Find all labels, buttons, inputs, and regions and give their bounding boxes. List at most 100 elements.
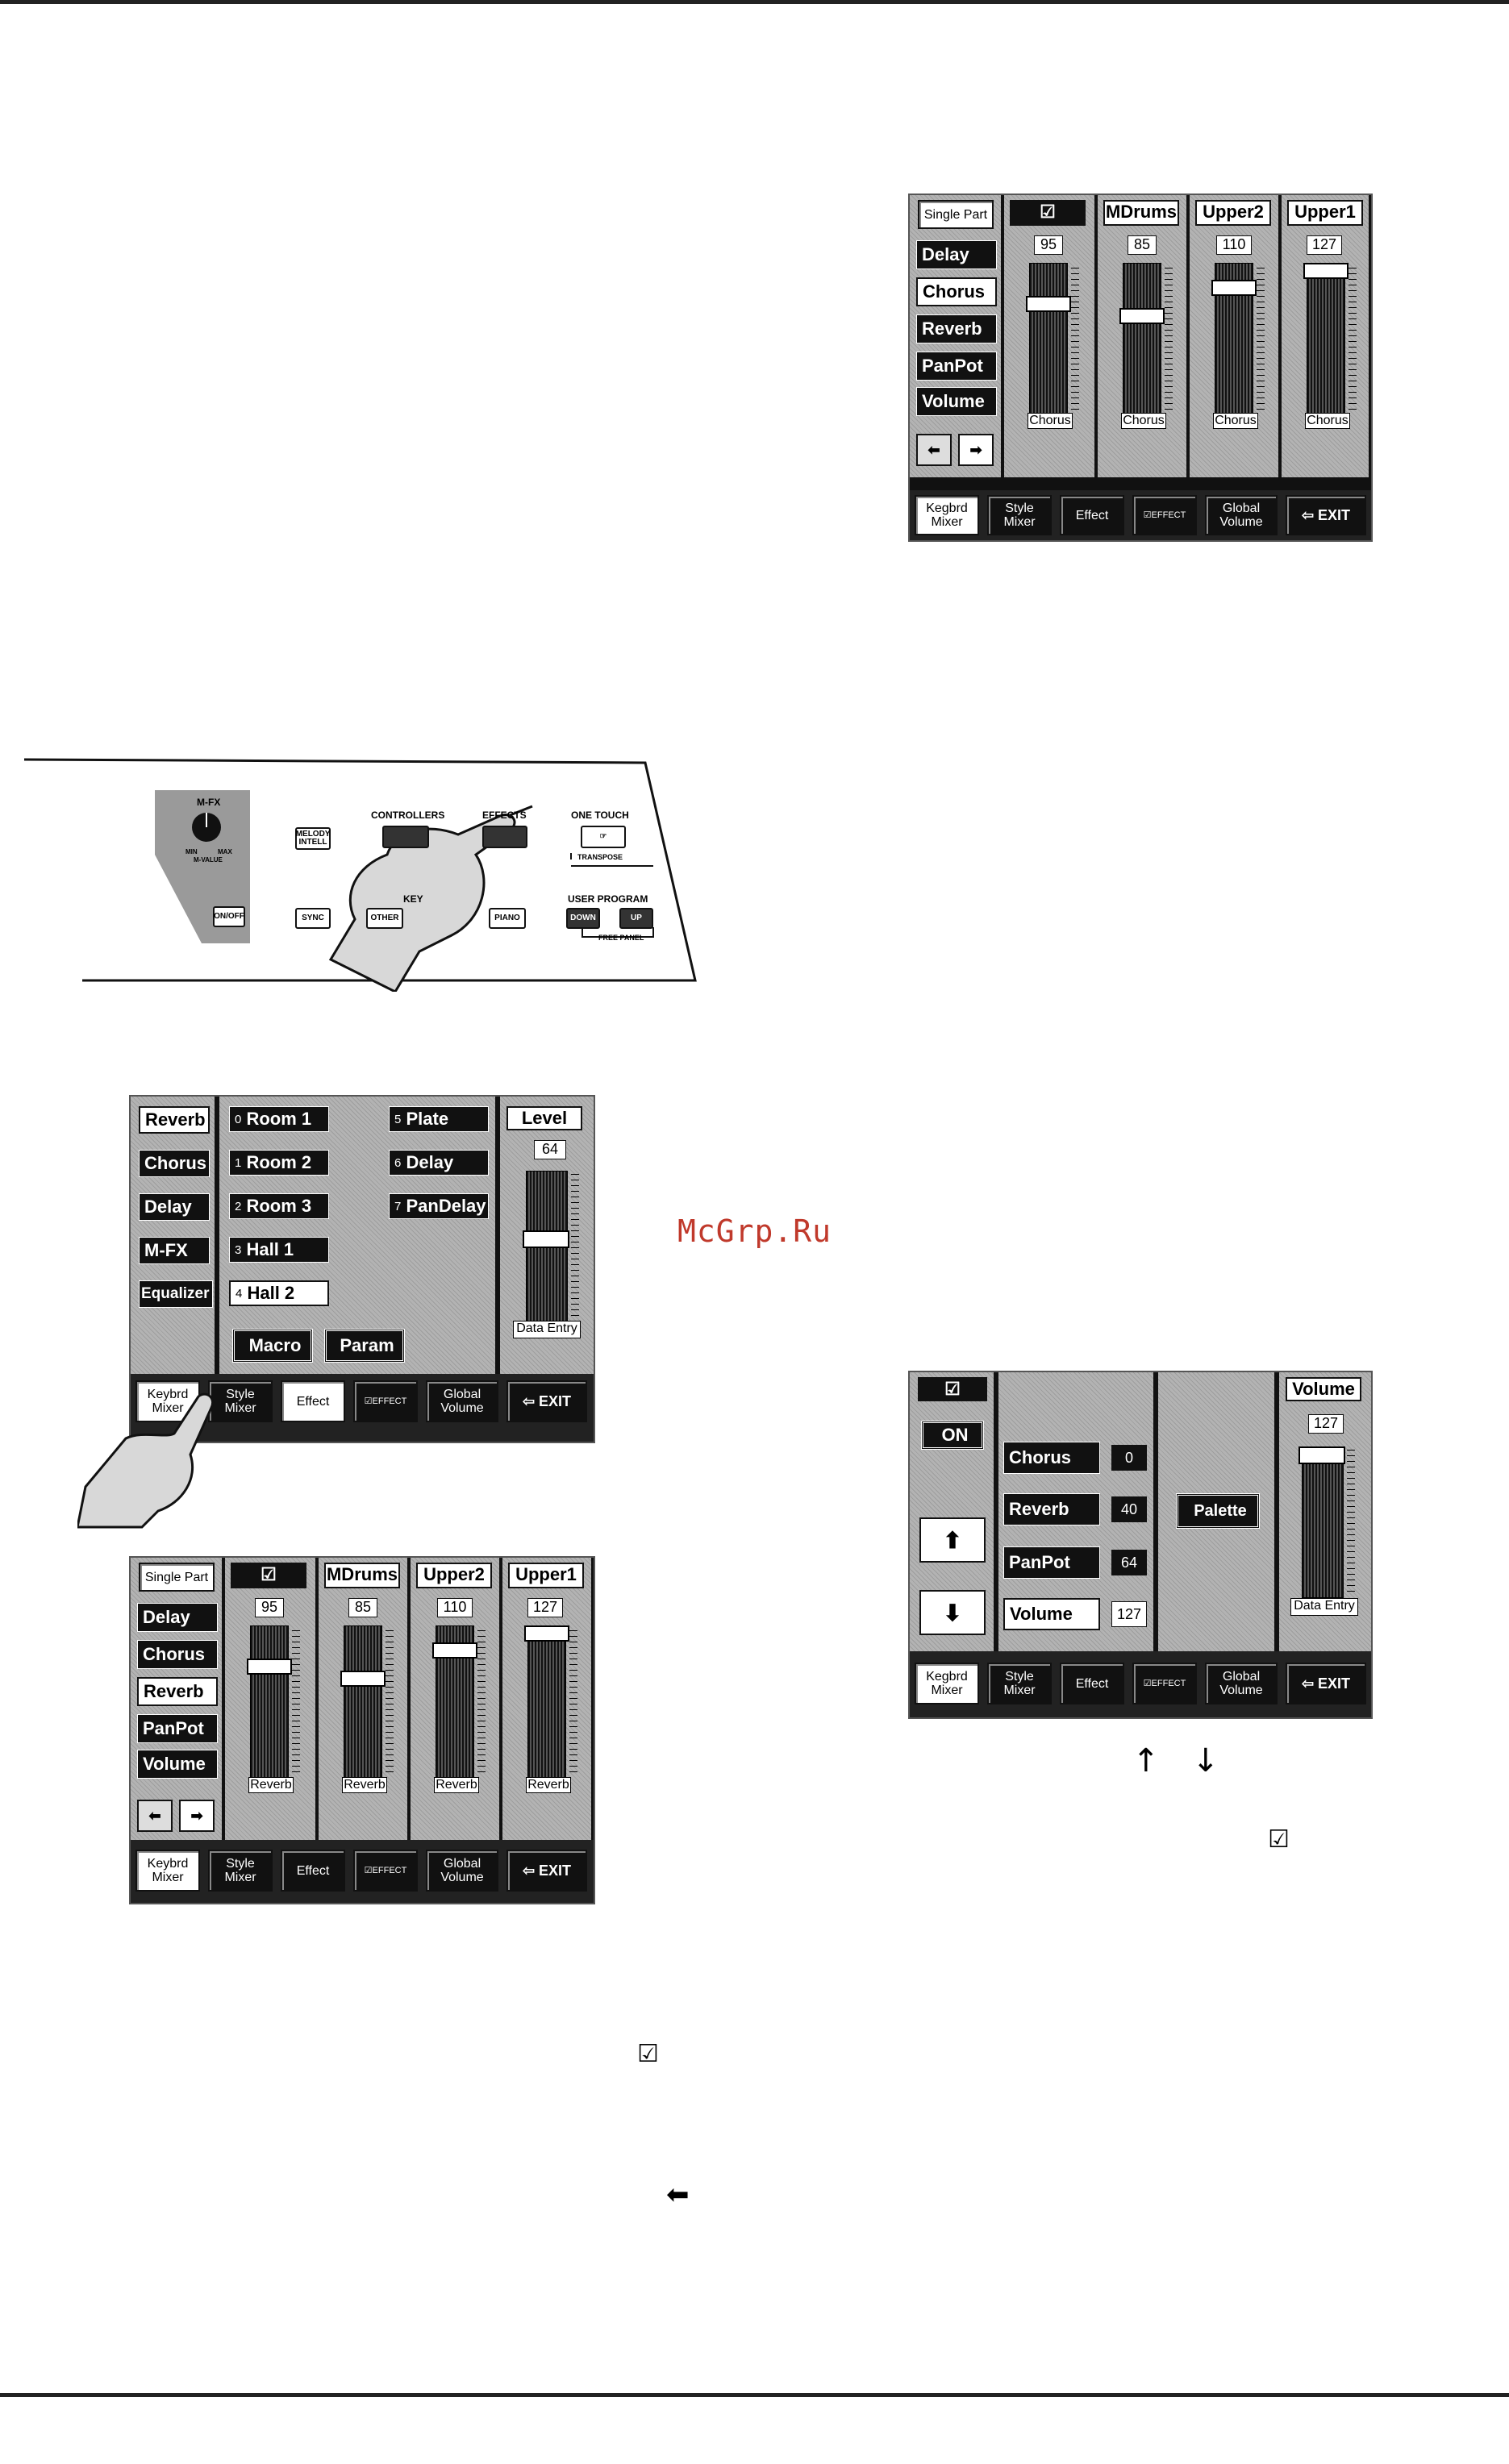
volume-title: Volume xyxy=(1286,1377,1361,1401)
exit-button[interactable]: ⇦ EXIT xyxy=(506,1850,587,1892)
delay-tab[interactable]: Delay xyxy=(916,240,997,269)
left-arrow-button[interactable]: ⬅ xyxy=(137,1800,173,1832)
effect-tab[interactable]: Effect xyxy=(281,1380,345,1422)
reverb-slider-handle[interactable] xyxy=(524,1625,569,1642)
chorus-slider-handle[interactable] xyxy=(1119,308,1165,324)
panpot-tab[interactable]: PanPot xyxy=(137,1714,218,1743)
row-volume-value: 127 xyxy=(1111,1601,1147,1627)
mfx-onoff-button[interactable]: ON/OFF xyxy=(213,906,245,927)
effect-tab[interactable]: Effect xyxy=(281,1850,345,1892)
volume-slider-handle[interactable] xyxy=(1298,1446,1345,1464)
keybrd-mixer-tab[interactable]: Kegbrd Mixer xyxy=(915,495,979,535)
mfx-min: MIN xyxy=(185,848,198,855)
reverb-type-pandelay[interactable]: 7 PanDelay xyxy=(389,1193,489,1219)
chorus-tab[interactable]: Chorus xyxy=(916,277,997,306)
other-button[interactable]: OTHER xyxy=(366,908,403,929)
exit-button[interactable]: ⇦ EXIT xyxy=(506,1380,587,1422)
panpot-tab[interactable]: PanPot xyxy=(916,352,997,381)
piano-button[interactable]: PIANO xyxy=(489,908,526,929)
row-chorus[interactable]: Chorus xyxy=(1003,1442,1100,1474)
channel-header-mixer[interactable]: ☑ xyxy=(1010,200,1086,226)
keybrd-mixer-tab[interactable]: Kegbrd Mixer xyxy=(915,1663,979,1704)
reverb-type-plate[interactable]: 5 Plate xyxy=(389,1106,489,1132)
exit-button[interactable]: ⇦ EXIT xyxy=(1286,1663,1366,1704)
row-panpot[interactable]: PanPot xyxy=(1003,1546,1100,1579)
reverb-type-room3[interactable]: 2 Room 3 xyxy=(229,1193,329,1219)
channel-header-upper2[interactable]: Upper2 xyxy=(416,1563,492,1588)
volume-tab[interactable]: Volume xyxy=(916,387,997,416)
reverb-type-delay[interactable]: 6 Delay xyxy=(389,1150,489,1176)
on-button[interactable]: ON xyxy=(921,1421,984,1450)
param-button[interactable]: Param xyxy=(324,1329,405,1363)
reverb-slider-handle[interactable] xyxy=(340,1671,386,1687)
palette-button[interactable]: Palette xyxy=(1176,1493,1260,1529)
row-reverb[interactable]: Reverb xyxy=(1003,1493,1100,1525)
reverb-type-hall1[interactable]: 3 Hall 1 xyxy=(229,1237,329,1263)
reverb-tab[interactable]: Reverb xyxy=(139,1106,210,1134)
chorus-tab[interactable]: Chorus xyxy=(139,1150,210,1177)
one-touch-button[interactable]: ☞ xyxy=(581,826,626,848)
top-rule xyxy=(0,0,1509,4)
reverb-tab[interactable]: Reverb xyxy=(137,1677,218,1706)
up-button[interactable]: ⬆ xyxy=(919,1517,986,1563)
channel-value: 110 xyxy=(1216,235,1252,255)
up-button[interactable]: UP xyxy=(619,908,653,929)
effect-switch-tab[interactable]: ☑EFFECT xyxy=(1132,495,1197,535)
effect-switch-tab[interactable]: ☑EFFECT xyxy=(1132,1663,1197,1704)
channel-label: Reverb xyxy=(342,1777,387,1793)
channel-header-mdrums[interactable]: MDrums xyxy=(1103,200,1179,226)
exit-button[interactable]: ⇦ EXIT xyxy=(1286,495,1366,535)
sync-button[interactable]: SYNC xyxy=(295,908,331,929)
chorus-tab[interactable]: Chorus xyxy=(137,1640,218,1669)
style-mixer-tab[interactable]: Style Mixer xyxy=(987,1663,1052,1704)
exit-icon: ⇦ xyxy=(1301,506,1315,523)
reverb-type-room1[interactable]: 0 Room 1 xyxy=(229,1106,329,1132)
channel-header-upper1[interactable]: Upper1 xyxy=(508,1563,584,1588)
effect-tab[interactable]: Effect xyxy=(1060,495,1124,535)
effect-switch-tab[interactable]: ☑EFFECT xyxy=(353,1850,418,1892)
row-volume[interactable]: Volume xyxy=(1003,1598,1100,1630)
channel-value: 127 xyxy=(527,1598,563,1617)
style-mixer-tab[interactable]: Style Mixer xyxy=(208,1850,273,1892)
macro-button[interactable]: Macro xyxy=(232,1329,313,1363)
channel-header-mdrums[interactable]: MDrums xyxy=(324,1563,400,1588)
chorus-slider-handle[interactable] xyxy=(1211,280,1257,296)
reverb-tab[interactable]: Reverb xyxy=(916,314,997,343)
delay-tab[interactable]: Delay xyxy=(137,1603,218,1632)
single-part-tab[interactable]: Single Part xyxy=(139,1563,215,1592)
channel-value: 85 xyxy=(348,1598,377,1617)
left-arrow-button[interactable]: ⬅ xyxy=(916,434,952,466)
melody-intell-button[interactable]: MELODY INTELL xyxy=(295,827,331,850)
reverb-type-hall2[interactable]: 4 Hall 2 xyxy=(229,1280,329,1306)
down-button[interactable]: DOWN xyxy=(566,908,600,929)
right-arrow-button[interactable]: ➡ xyxy=(179,1800,215,1832)
effect-switch-tab[interactable]: ☑EFFECT xyxy=(353,1380,418,1422)
effect-tab[interactable]: Effect xyxy=(1060,1663,1124,1704)
style-mixer-tab[interactable]: Style Mixer xyxy=(987,495,1052,535)
channel-header-upper1[interactable]: Upper1 xyxy=(1287,200,1363,226)
down-button[interactable]: ⬇ xyxy=(919,1590,986,1635)
global-volume-tab[interactable]: Global Volume xyxy=(1205,495,1278,535)
right-arrow-button[interactable]: ➡ xyxy=(958,434,994,466)
single-part-tab[interactable]: Single Part xyxy=(918,200,994,229)
mfx-tab[interactable]: M-FX xyxy=(139,1237,210,1264)
chorus-slider-handle[interactable] xyxy=(1026,296,1071,312)
volume-tab[interactable]: Volume xyxy=(137,1750,218,1779)
equalizer-tab[interactable]: Equalizer xyxy=(139,1280,213,1308)
level-slider-handle[interactable] xyxy=(523,1230,569,1248)
global-volume-tab[interactable]: Global Volume xyxy=(426,1380,498,1422)
style-mixer-tab[interactable]: Style Mixer xyxy=(208,1380,273,1422)
chorus-slider-handle[interactable] xyxy=(1303,263,1349,279)
keybrd-mixer-tab[interactable]: Keybrd Mixer xyxy=(135,1850,200,1892)
reverb-slider-handle[interactable] xyxy=(432,1642,477,1659)
channel-label: Reverb xyxy=(248,1777,294,1793)
reverb-type-room2[interactable]: 1 Room 2 xyxy=(229,1150,329,1176)
effects-button[interactable] xyxy=(482,826,527,848)
channel-header-mixer[interactable]: ☑ xyxy=(231,1563,306,1588)
controllers-button[interactable] xyxy=(382,826,429,848)
global-volume-tab[interactable]: Global Volume xyxy=(426,1850,498,1892)
delay-tab[interactable]: Delay xyxy=(139,1193,210,1221)
channel-header-upper2[interactable]: Upper2 xyxy=(1195,200,1271,226)
global-volume-tab[interactable]: Global Volume xyxy=(1205,1663,1278,1704)
reverb-slider-handle[interactable] xyxy=(247,1659,292,1675)
